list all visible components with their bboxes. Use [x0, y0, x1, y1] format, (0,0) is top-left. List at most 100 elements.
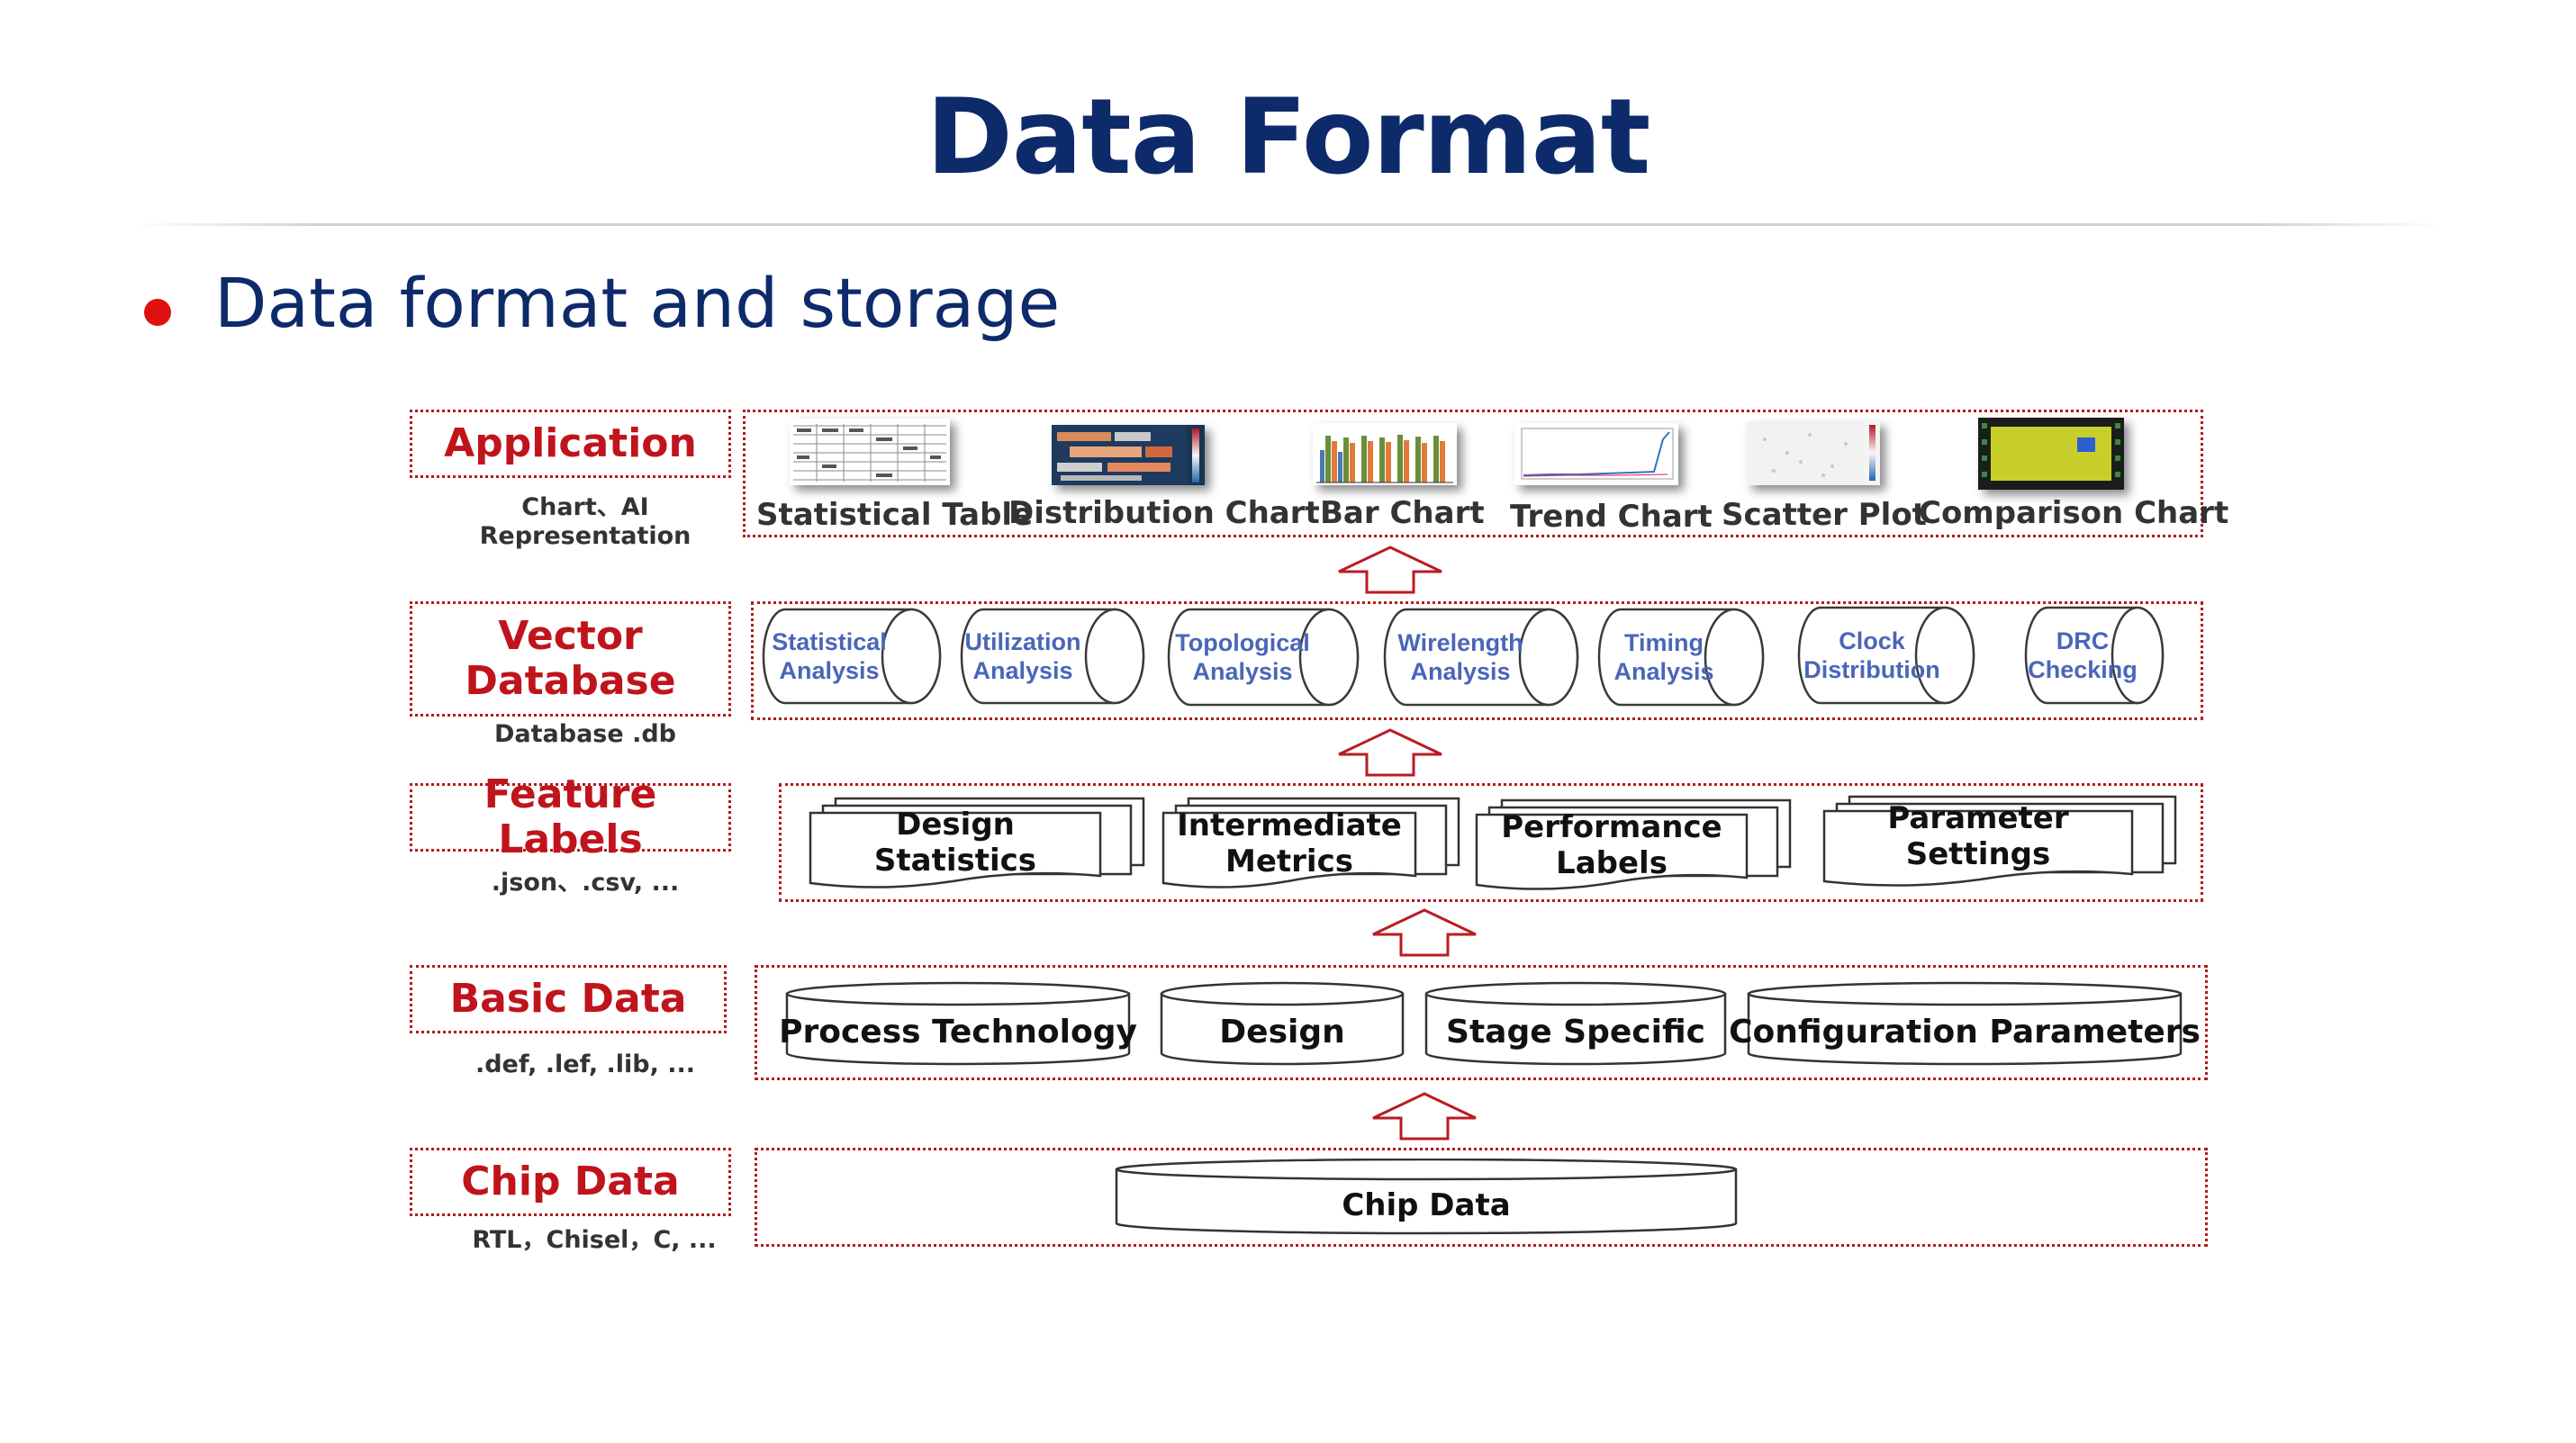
vector-item-line-2: Analysis — [779, 657, 880, 684]
horizontal-cylinder-icon — [1597, 608, 1765, 707]
feature-item-line-1: Design Statistics — [873, 807, 1037, 879]
vector-item-line-1: Clock — [1839, 627, 1905, 654]
distribution-chart-graphic — [1052, 425, 1199, 485]
bullet-dot — [144, 299, 171, 326]
vector-item-line-2: Distribution — [1803, 656, 1940, 683]
feature-item-line-1: Intermediate — [1177, 807, 1402, 843]
app-statistical-table: Statistical Table — [756, 497, 1034, 533]
feature-labels-label: Feature Labels — [484, 771, 657, 862]
vector-item-clock-distribution: Clock Distribution — [1797, 606, 1975, 705]
vector-item-line-1: Wirelength — [1397, 629, 1523, 656]
up-arrow-icon — [1338, 728, 1442, 777]
chip-item-chip-data: Chip Data — [1115, 1158, 1738, 1236]
application-sub-line-1: Chart、AI — [521, 493, 649, 521]
stacked-documents-icon — [1475, 798, 1792, 890]
app-bar-chart: Bar Chart — [1320, 495, 1485, 531]
basic-data-label-box: Basic Data — [410, 965, 727, 1033]
up-arrow-2 — [1336, 727, 1444, 778]
app-trend-chart: Trend Chart — [1510, 499, 1713, 535]
vector-database-layer-box — [751, 601, 2203, 720]
basic-item-stage-specific: Stage Specific — [1424, 981, 1727, 1066]
app-distribution-chart: Distribution Chart — [1008, 495, 1320, 531]
application-label-box: Application — [410, 410, 731, 478]
bar-chart-graphic — [1316, 435, 1453, 483]
vector-item-drc-checking: DRC Checking — [2024, 606, 2168, 705]
vector-item-statistical-analysis: Statistical Analysis — [762, 608, 942, 705]
feature-labels-layer-box — [779, 783, 2203, 902]
comparison-chart-thumbnail — [1978, 418, 2124, 490]
feature-labels-label-box: Feature Labels — [410, 772, 731, 862]
vector-item-topological-analysis: Topological Analysis — [1167, 608, 1360, 707]
chip-data-sub: RTL，Chisel，C, ... — [472, 1226, 717, 1254]
up-arrow-icon — [1338, 546, 1442, 594]
horizontal-cylinder-icon — [2024, 606, 2165, 705]
horizontal-cylinder-icon — [1797, 606, 1975, 705]
application-label: Application — [444, 420, 697, 466]
feature-labels-sub: .json、.csv, ... — [491, 869, 680, 897]
feature-item-line-2: Settings — [1905, 836, 2051, 872]
application-sub-line-2: Representation — [479, 522, 691, 550]
statistical-table-thumbnail — [790, 419, 950, 485]
chip-data-label: Chip Data — [461, 1159, 680, 1204]
stacked-documents-icon — [1822, 795, 2177, 887]
cylinder-icon — [1115, 1158, 1738, 1235]
application-sub: Chart、AI Representation — [410, 493, 761, 551]
basic-item-label: Stage Specific — [1446, 1013, 1705, 1051]
basic-item-label: Configuration Parameters — [1729, 1013, 2201, 1051]
cylinder-icon — [1424, 981, 1727, 1066]
page-title: Data Format — [926, 77, 1651, 198]
statistical-table-graphic — [790, 419, 950, 485]
basic-item-design: Design — [1160, 981, 1405, 1066]
chip-item-label: Chip Data — [1342, 1187, 1511, 1223]
feature-item-line-1: Parameter — [1887, 800, 2069, 836]
basic-item-process-technology: Process Technology — [779, 981, 1137, 1066]
horizontal-cylinder-icon — [1383, 608, 1579, 707]
trend-chart-graphic — [1521, 428, 1674, 480]
stacked-documents-icon — [809, 797, 1145, 888]
chip-data-layer-box — [755, 1148, 2208, 1247]
scatter-plot-thumbnail — [1747, 421, 1880, 485]
title-divider — [135, 223, 2440, 226]
vector-item-line-1: Timing — [1623, 629, 1704, 656]
up-arrow-icon — [1372, 1092, 1477, 1141]
basic-item-configuration-parameters: Configuration Parameters — [1729, 981, 2201, 1066]
horizontal-cylinder-icon — [1167, 608, 1360, 707]
basic-data-sub: .def, .lef, .lib, ... — [475, 1051, 696, 1078]
up-arrow-3 — [1370, 907, 1478, 958]
distribution-chart-thumbnail — [1052, 425, 1205, 485]
app-scatter-plot: Scatter Plot — [1722, 497, 1927, 533]
basic-item-label: Process Technology — [779, 1013, 1137, 1051]
feature-item-design-statistics: Design Statistics — [809, 797, 1151, 896]
chip-data-label-box: Chip Data — [410, 1148, 731, 1216]
basic-item-label: Design — [1219, 1013, 1345, 1051]
vector-database-label: Vector Database — [465, 614, 675, 704]
bar-chart-thumbnail — [1313, 423, 1457, 485]
vector-item-line-1: Statistical — [772, 628, 887, 655]
horizontal-cylinder-icon — [762, 608, 942, 705]
up-arrow-1 — [1336, 545, 1444, 595]
vector-item-line-1: Topological — [1175, 629, 1310, 656]
cylinder-icon — [785, 981, 1131, 1066]
basic-data-label: Basic Data — [449, 976, 687, 1022]
stacked-documents-icon — [1161, 797, 1460, 888]
vector-database-sub: Database .db — [494, 720, 676, 748]
vector-item-line-2: Analysis — [972, 657, 1073, 684]
vector-item-line-2: Analysis — [1192, 658, 1293, 685]
vector-item-line-2: Analysis — [1410, 658, 1511, 685]
vector-item-timing-analysis: Timing Analysis — [1597, 608, 1765, 707]
vector-item-utilization-analysis: Utilization Analysis — [960, 608, 1145, 705]
vector-item-line-2: Analysis — [1613, 658, 1714, 685]
feature-item-parameter-settings: Parameter Settings — [1822, 795, 2181, 894]
cylinder-icon — [1160, 981, 1405, 1066]
feature-item-line-2: Labels — [1556, 845, 1668, 881]
vector-item-line-1: Utilization — [964, 628, 1081, 655]
bullet-text: Data format and storage — [214, 263, 1061, 343]
scatter-plot-graphic — [1747, 421, 1876, 485]
feature-item-line-2: Metrics — [1225, 843, 1353, 879]
basic-data-layer-box — [755, 965, 2208, 1080]
vector-item-line-2: Checking — [2028, 656, 2138, 683]
app-comparison-chart: Comparison Chart — [1919, 495, 2229, 531]
cylinder-icon — [1747, 981, 2183, 1066]
comparison-chart-graphic — [1978, 418, 2124, 490]
feature-item-line-1: Performance — [1501, 809, 1722, 845]
